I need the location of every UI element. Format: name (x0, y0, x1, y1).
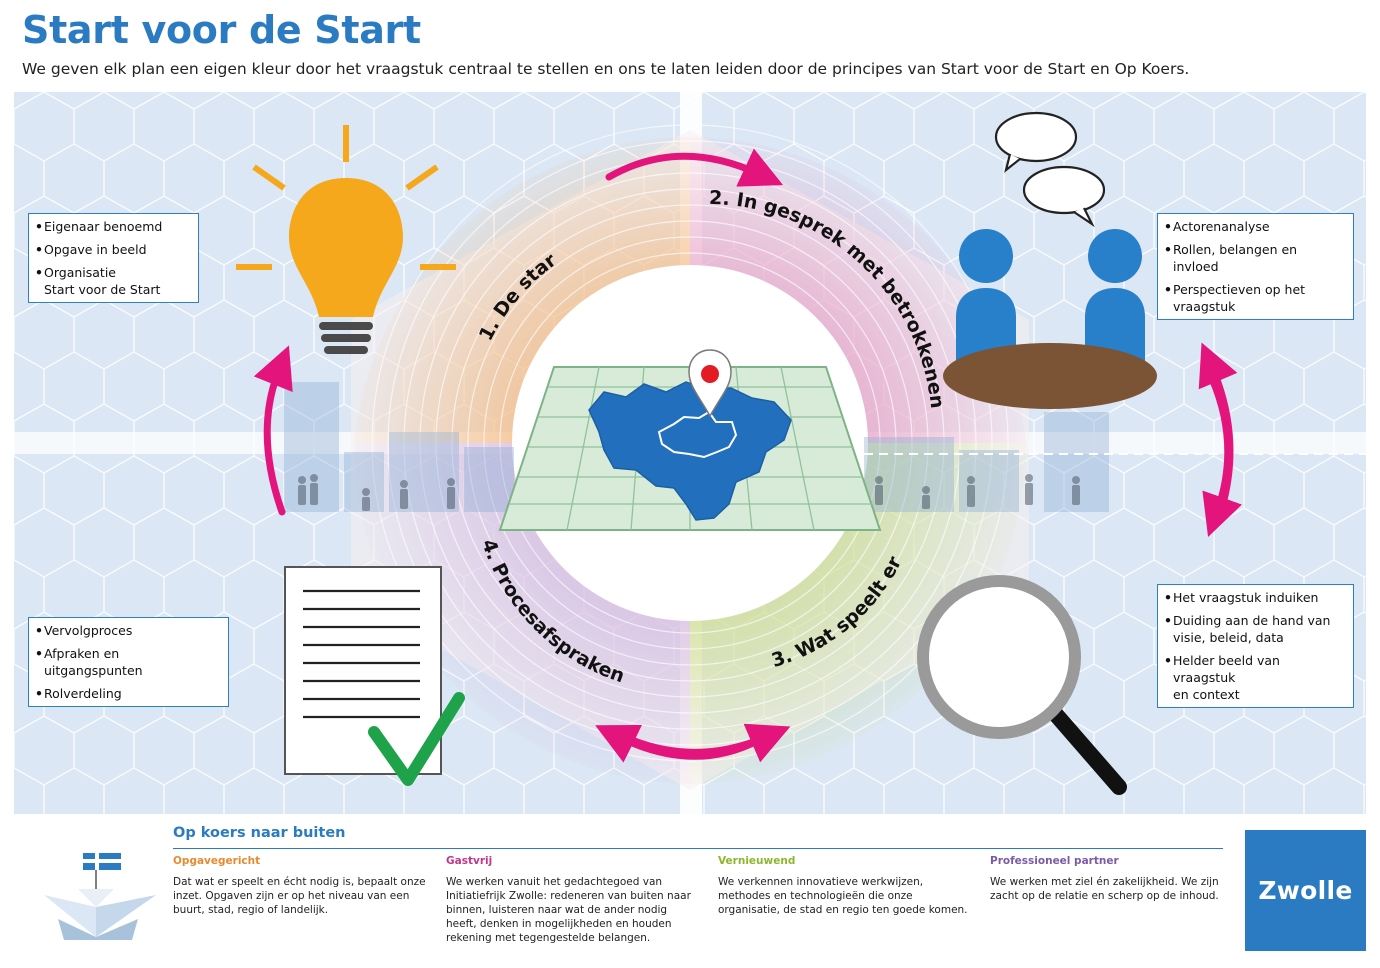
principle-professioneel-partner: Professioneel partner We werken met ziel… (990, 855, 1245, 903)
infobox-speelt: Het vraagstuk induiken Duiding aan de ha… (1157, 584, 1354, 708)
speech-bubbles-icon (994, 111, 1106, 228)
principle-text: Dat wat er speelt en écht nodig is, bepa… (173, 876, 426, 916)
infobox-start-item: Opgave in beeld (35, 241, 190, 258)
zwolle-logo: Zwolle (1245, 830, 1366, 951)
diagram-panel: 1. De start 2. In gesprek met betrokkene… (14, 92, 1366, 814)
footer-title: Op koers naar buiten (173, 825, 346, 841)
principle-opgavegericht: Opgavegericht Dat wat er speelt en écht … (173, 855, 428, 917)
principle-gastvrij: Gastvrij We werken vanuit het gedachtego… (446, 855, 701, 945)
infobox-afspraken-item: Vervolgproces (35, 622, 220, 639)
infobox-gesprek-item: Perspectieven op het vraagstuk (1164, 281, 1345, 315)
infobox-speelt-item: Helder beeld van vraagstuk en context (1164, 652, 1345, 703)
principle-text: We werken vanuit het gedachtegoed van In… (446, 876, 691, 944)
page-subtitle: We geven elk plan een eigen kleur door h… (22, 60, 1190, 78)
location-pin-icon (688, 349, 732, 418)
infobox-gesprek-list: Actorenanalyse Rollen, belangen en invlo… (1164, 218, 1345, 315)
infobox-speelt-list: Het vraagstuk induiken Duiding aan de ha… (1164, 589, 1345, 703)
gear-rings (371, 124, 1009, 762)
infobox-start-item: Eigenaar benoemd (35, 218, 190, 235)
infobox-afspraken-item: Afpraken en uitgangspunten (35, 645, 220, 679)
infobox-speelt-item: Duiding aan de hand van visie, beleid, d… (1164, 612, 1345, 646)
lightbulb-icon (236, 125, 456, 354)
principle-text: We verkennen innovatieve werkwijzen, met… (718, 876, 968, 916)
footer-divider (173, 848, 1223, 849)
principle-title: Professioneel partner (990, 855, 1119, 867)
page-title: Start voor de Start (22, 8, 421, 52)
principle-vernieuwend: Vernieuwend We verkennen innovatieve wer… (718, 855, 973, 917)
cycle-arrows (253, 148, 1242, 763)
pedestrians (298, 474, 1080, 511)
magnifying-glass-icon (917, 575, 1127, 795)
infobox-gesprek-item: Actorenanalyse (1164, 218, 1345, 235)
principle-title: Opgavegericht (173, 855, 261, 867)
document-icon (284, 566, 442, 775)
people-at-table-icon (943, 229, 1157, 409)
infobox-start: Eigenaar benoemd Opgave in beeld Organis… (28, 213, 199, 303)
infobox-speelt-item: Het vraagstuk induiken (1164, 589, 1345, 606)
diagram-canvas: 1. De start 2. In gesprek met betrokkene… (14, 92, 1366, 814)
principle-title: Gastvrij (446, 855, 493, 867)
infobox-gesprek: Actorenanalyse Rollen, belangen en invlo… (1157, 213, 1354, 320)
infobox-start-item: Organisatie Start voor de Start (35, 264, 190, 298)
principle-title: Vernieuwend (718, 855, 796, 867)
infobox-afspraken-list: Vervolgproces Afpraken en uitgangspunten… (35, 622, 220, 702)
infobox-afspraken: Vervolgproces Afpraken en uitgangspunten… (28, 617, 229, 707)
paper-boat-icon (44, 853, 156, 940)
infobox-gesprek-item: Rollen, belangen en invloed (1164, 241, 1345, 275)
checkmark-icon (368, 692, 465, 786)
principle-text: We werken met ziel én zakelijkheid. We z… (990, 876, 1219, 902)
infobox-start-list: Eigenaar benoemd Opgave in beeld Organis… (35, 218, 190, 298)
infobox-afspraken-item: Rolverdeling (35, 685, 220, 702)
city-map (498, 366, 882, 531)
